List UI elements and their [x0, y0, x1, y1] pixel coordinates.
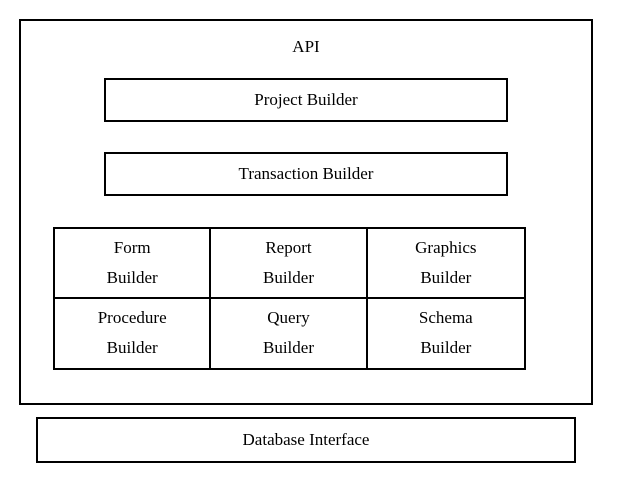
grid-cell-label-line: Form [113, 237, 151, 257]
database-interface-box: Database Interface [36, 417, 576, 463]
project-builder-box: Project Builder [104, 78, 508, 122]
grid-cell-label-line: Procedure [97, 308, 167, 328]
grid-cell-label-line: Builder [420, 338, 472, 358]
grid-cell-form-builder: Form Builder [55, 229, 212, 299]
grid-cell-label-line: Schema [418, 308, 473, 328]
grid-cell-label-line: Builder [106, 267, 158, 287]
grid-cell-report-builder: Report Builder [211, 229, 368, 299]
grid-cell-label-line: Builder [106, 338, 158, 358]
grid-cell-label-line: Query [267, 308, 310, 328]
grid-cell-procedure-builder: Procedure Builder [55, 298, 212, 368]
grid-cell-label-line: Graphics [415, 237, 477, 257]
grid-cell-schema-builder: Schema Builder [368, 299, 524, 369]
api-title: API [292, 37, 320, 56]
grid-cell-label-line: Builder [262, 267, 314, 287]
grid-cell-graphics-builder: Graphics Builder [367, 229, 524, 299]
grid-cell-label-line: Builder [420, 267, 472, 287]
grid-cell-label-line: Builder [262, 338, 314, 358]
transaction-builder-box: Transaction Builder [104, 152, 508, 196]
grid-cell-query-builder: Query Builder [211, 298, 368, 368]
grid-cell-label-line: Report [265, 237, 312, 257]
builder-grid: Form Builder Report Builder Graphics Bui… [53, 227, 526, 370]
